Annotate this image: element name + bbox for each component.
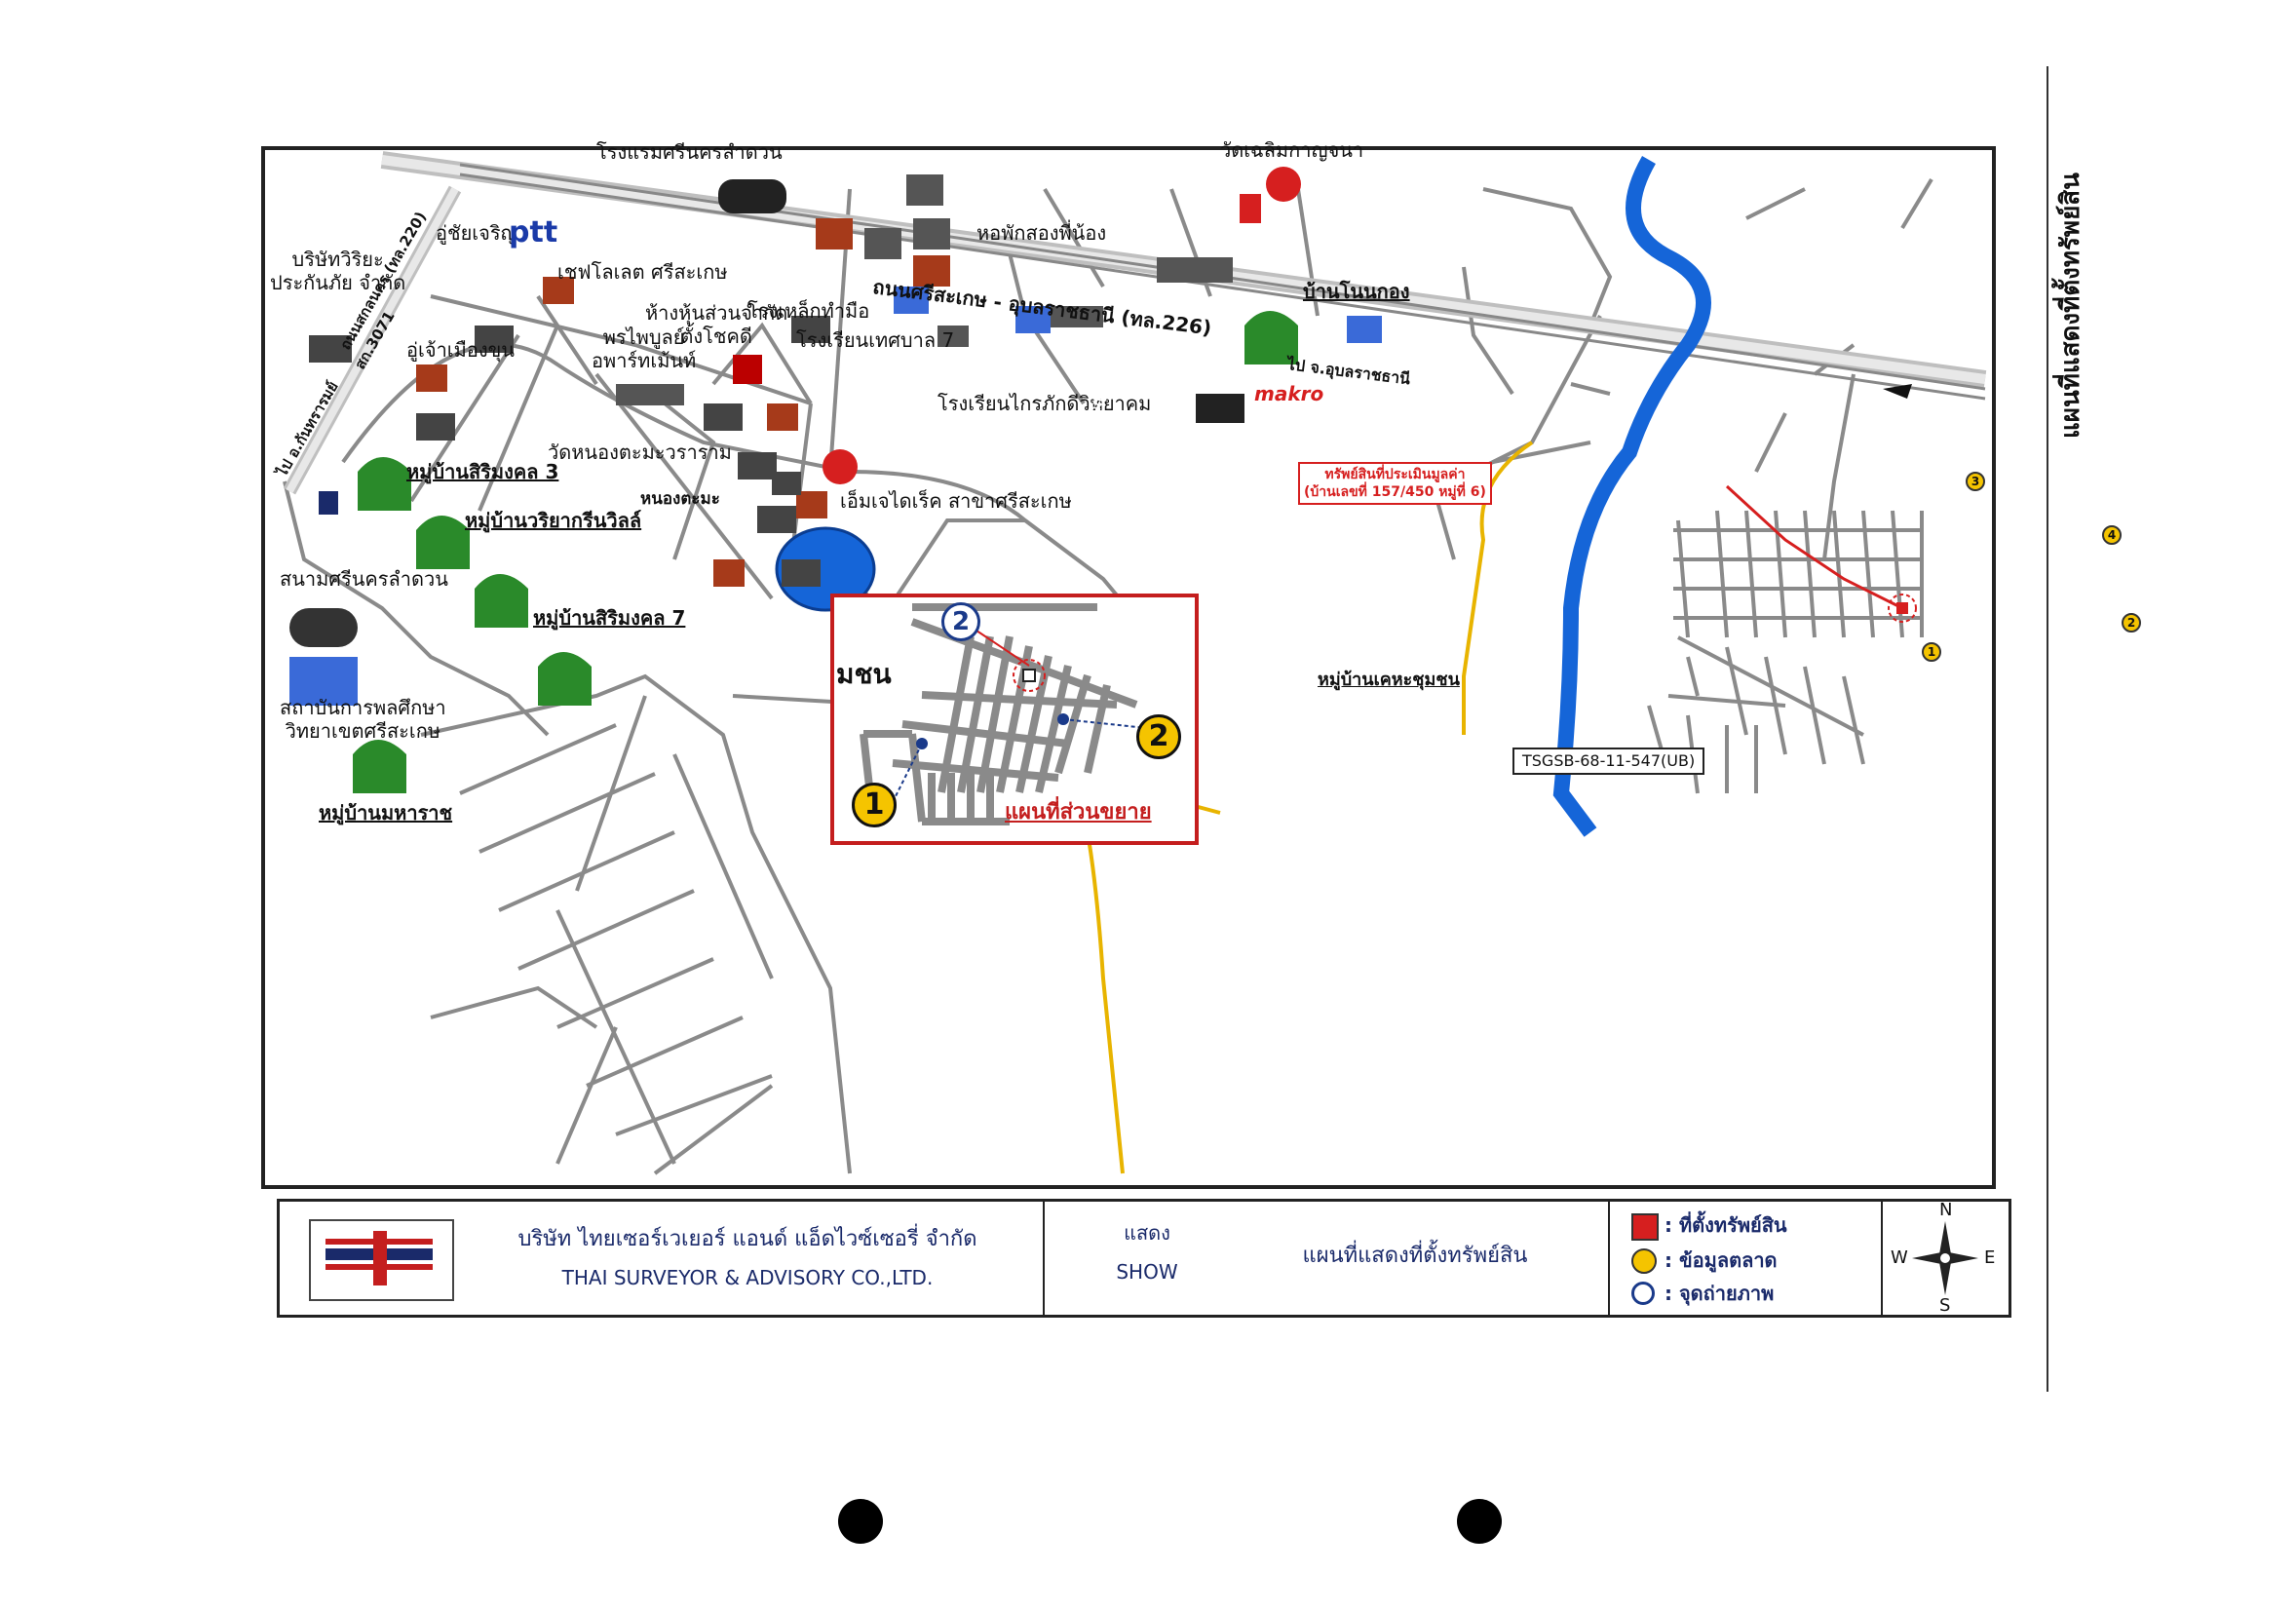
market-marker-2[interactable]: 2 — [2122, 613, 2141, 633]
label-school-krai: โรงเรียนไกรภักดีวิทยาคม — [938, 392, 1152, 415]
label-makro: makro — [1254, 382, 1324, 405]
punch-hole-left — [838, 1499, 883, 1544]
label-village-maharat: หมู่บ้านมหาราช — [319, 801, 453, 825]
label-temple-nongtale: วัดหนองตะมะวราราม — [548, 441, 732, 464]
legend-property-label: : ที่ตั้งทรัพย์สิน — [1665, 1213, 1787, 1237]
inset-market-marker-2[interactable]: 2 — [1136, 714, 1181, 759]
market-marker-1[interactable]: 1 — [1922, 642, 1941, 662]
label-pond: หนองตะมะ — [640, 489, 720, 509]
compass-w: W — [1891, 1247, 1908, 1268]
river-line — [1552, 156, 1711, 837]
village-icons — [353, 311, 1298, 793]
property-note: ทรัพย์สินที่ประเมินมูลค่า (บ้านเลขที่ 15… — [1298, 462, 1492, 506]
side-title: แผนที่แสดงที่ตั้งทรัพย์สิน — [2056, 173, 2086, 439]
label-chevrolet: เชฟโลเลต ศรีสะเกษ — [557, 260, 728, 284]
company-logo-icon — [325, 1231, 433, 1285]
compass-s: S — [1939, 1295, 1951, 1316]
map-frame: โรงแรมศรีนครลำดวน วัดเฉลิมกาญจนา อู่ชัยเ… — [261, 140, 2141, 1189]
company-name-th: บริษัท ไทยเซอร์เวเยอร์ แอนด์ แอ็ดไวซ์เซอ… — [517, 1227, 977, 1251]
label-partnership: ห้างหุ้นส่วนจำกัด ตั้งโชคดี — [645, 301, 788, 348]
label-institute: สถาบันการพลศึกษา วิทยาเขตศรีสะเกษ — [280, 696, 446, 743]
legend-camera-icon — [1631, 1282, 1655, 1305]
company-cell: บริษัท ไทยเซอร์เวเยอร์ แอนด์ แอ็ดไวซ์เซอ… — [280, 1202, 1045, 1315]
label-hotel: โรงแรมศรีนครลำดวน — [596, 140, 783, 164]
show-label-th: แสดง — [1124, 1221, 1170, 1245]
compass-cell: N S W E — [1883, 1202, 2009, 1315]
label-ban-non-kong: บ้านโนนกอง — [1303, 280, 1410, 303]
legend-market-label: : ข้อมูลตลาด — [1665, 1248, 1778, 1272]
inset-market-marker-1[interactable]: 1 — [852, 783, 897, 827]
legend-camera-label: : จุดถ่ายภาพ — [1665, 1282, 1775, 1305]
label-temple-chaloem: วัดเฉลิมกาญจนา — [1220, 138, 1364, 162]
title-cell: แสดง SHOW แผนที่แสดงที่ตั้งทรัพย์สิน — [1045, 1202, 1610, 1315]
compass-e: E — [1984, 1247, 1996, 1268]
label-school-7: โรงเรียนเทศบาล 7 — [796, 328, 955, 352]
property-connector — [1725, 484, 1903, 610]
label-village-wiriya: หมู่บ้านวริยากรีนวิลล์ — [465, 509, 642, 532]
label-mjc: เอ็มเจไดเร็ค สาขาศรีสะเกษ — [840, 489, 1072, 513]
label-stadium: สนามศรีนครลำดวน — [280, 567, 448, 591]
compass-rose-icon — [1912, 1221, 1978, 1295]
legend-market-icon — [1631, 1248, 1657, 1274]
label-dorm: หอพักสองพี่น้อง — [976, 221, 1107, 245]
inset-photo-point[interactable]: 2 — [941, 602, 980, 641]
show-label-en: SHOW — [1116, 1260, 1178, 1284]
legend-cell: : ที่ตั้งทรัพย์สิน : ข้อมูลตลาด : จุดถ่า… — [1610, 1202, 1883, 1315]
company-name-en: THAI SURVEYOR & ADVISORY CO.,LTD. — [561, 1266, 934, 1289]
label-apartment: พรไพบูลย์ อพาร์ทเม้นท์ — [592, 326, 697, 372]
right-grid — [1647, 510, 1924, 794]
label-village-sirimongkol7: หมู่บ้านสิริมงคล 7 — [533, 606, 686, 630]
label-village-kheha: หมู่บ้านเคหะชุมชน — [1318, 670, 1460, 690]
label-ironworks: โรงเหล็กทำมือ — [747, 299, 870, 323]
side-title-frame — [2047, 66, 2087, 1392]
label-ptt: ptt — [509, 215, 558, 249]
inset-map: มชน แผนที่ส่วนขยาย 1 2 2 — [830, 594, 1199, 845]
inset-partial-label: มชน — [836, 658, 892, 690]
temple-nongtale-icon — [823, 449, 858, 484]
road-arrow-icon — [1883, 384, 1912, 399]
building-icons — [289, 174, 1382, 706]
punch-hole-right — [1457, 1499, 1502, 1544]
label-insurance: บริษัทวิริยะ ประกันภัย จำกัด — [270, 248, 406, 294]
legend-property-icon — [1631, 1213, 1659, 1241]
property-marker — [1896, 602, 1908, 614]
label-u-chao: อู่เจ้าเมืองขุน — [406, 338, 515, 362]
subdivision-grid — [420, 673, 852, 1175]
company-logo — [309, 1219, 454, 1301]
label-village-sirimongkol3: หมู่บ้านสิริมงคล 3 — [406, 460, 559, 483]
label-u-chai: อู่ชัยเจริญ — [436, 221, 517, 245]
temple-chaloem-icon — [1266, 167, 1301, 202]
inset-caption: แผนที่ส่วนขยาย — [1005, 800, 1152, 825]
compass-n: N — [1939, 1200, 1953, 1220]
market-marker-3[interactable]: 3 — [1966, 472, 1985, 491]
map-title: แผนที่แสดงที่ตั้งทรัพย์สิน — [1302, 1244, 1528, 1268]
property-circle — [1888, 594, 1917, 623]
market-marker-4[interactable]: 4 — [2102, 525, 2122, 545]
reference-code: TSGSB-68-11-547(UB) — [1512, 748, 1705, 775]
pond-shape — [775, 526, 876, 612]
legend-bar: บริษัท ไทยเซอร์เวเยอร์ แอนด์ แอ็ดไวซ์เซอ… — [277, 1199, 2011, 1318]
